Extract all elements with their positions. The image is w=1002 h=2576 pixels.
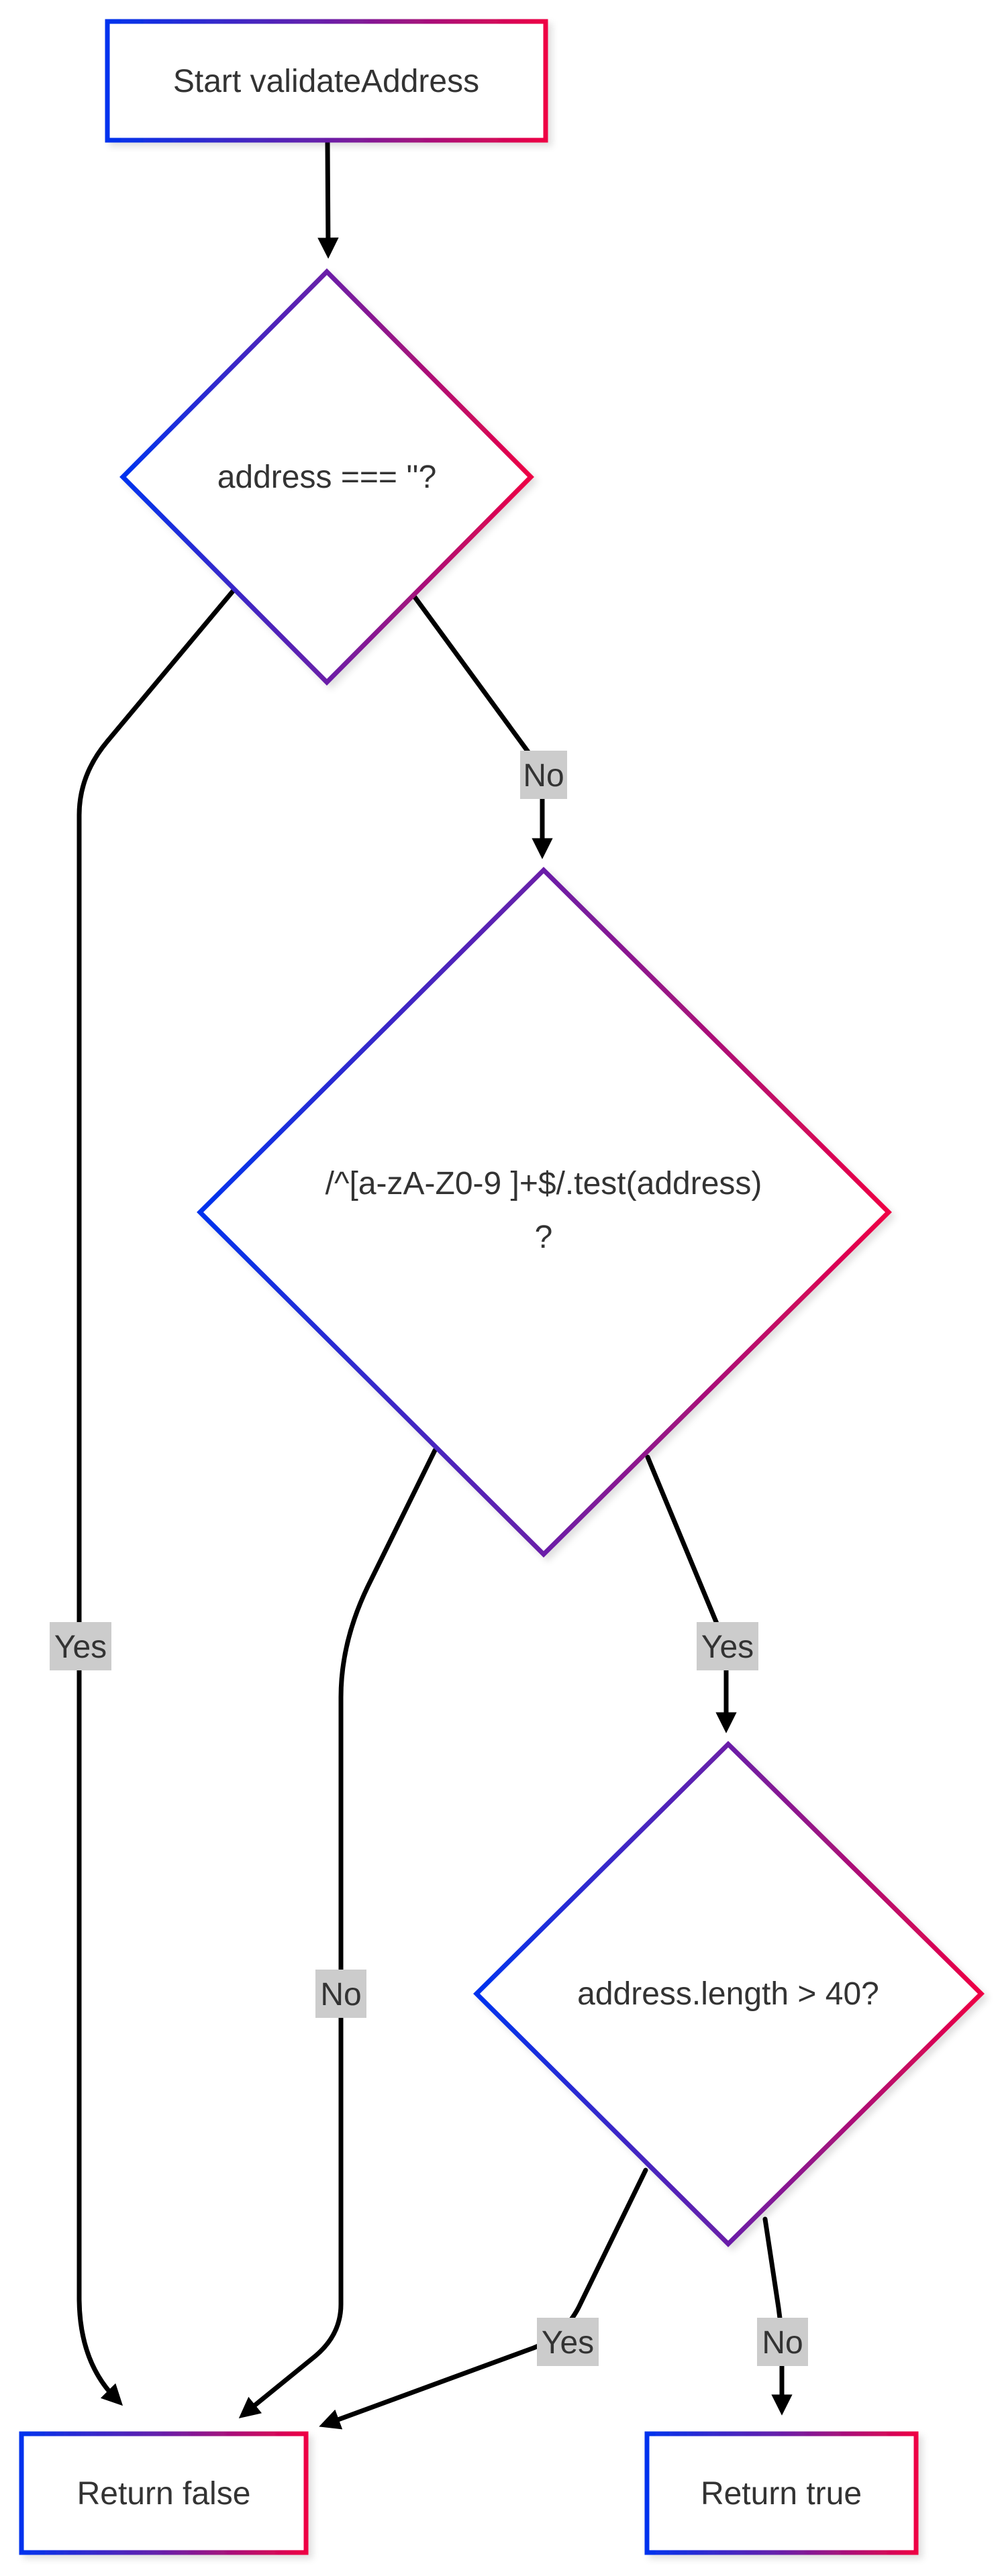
edge-label-no-length: No [757, 2318, 808, 2366]
svg-text:Yes: Yes [54, 1629, 107, 1665]
edge-length-check-no [762, 2216, 793, 2416]
return-false-node: Return false [19, 2431, 309, 2555]
svg-text:No: No [523, 758, 564, 794]
svg-text:?: ? [535, 1220, 553, 1255]
return-true-node: Return true [644, 2431, 919, 2555]
edge-empty-check-yes [77, 588, 236, 2406]
nodes: Start validateAddress address === ''? /^… [19, 19, 985, 2555]
svg-text:address === ''?: address === ''? [217, 460, 437, 495]
svg-text:Return true: Return true [701, 2476, 862, 2512]
edge-labels: Yes No No Yes Yes No [50, 751, 808, 2366]
svg-text:Yes: Yes [701, 1629, 754, 1665]
edge-regex-check-no [238, 1448, 438, 2418]
edge-empty-check-no [412, 594, 553, 859]
svg-text:address.length > 40?: address.length > 40? [577, 1976, 879, 2012]
edge-label-yes-empty: Yes [50, 1622, 111, 1670]
start-node: Start validateAddress [105, 19, 548, 143]
edge-length-check-yes [319, 2167, 648, 2430]
edge-label-yes-regex: Yes [697, 1622, 758, 1670]
svg-text:No: No [320, 1977, 361, 2012]
svg-text:Yes: Yes [542, 2325, 594, 2361]
edge-label-no-regex: No [315, 1970, 366, 2018]
svg-text:/^[a-zA-Z0-9 ]+$/.test(address: /^[a-zA-Z0-9 ]+$/.test(address) [325, 1166, 762, 1201]
empty-check-decision: address === ''? [119, 268, 534, 686]
length-check-decision: address.length > 40? [473, 1741, 985, 2247]
edge-label-yes-length: Yes [537, 2318, 599, 2366]
edge-label-no-empty: No [520, 751, 567, 799]
edge-regex-check-yes [645, 1454, 737, 1733]
svg-text:Return false: Return false [77, 2476, 251, 2512]
svg-text:No: No [762, 2325, 803, 2361]
regex-check-decision: /^[a-zA-Z0-9 ]+$/.test(address) ? [197, 867, 892, 1558]
svg-text:Start validateAddress: Start validateAddress [173, 64, 479, 99]
